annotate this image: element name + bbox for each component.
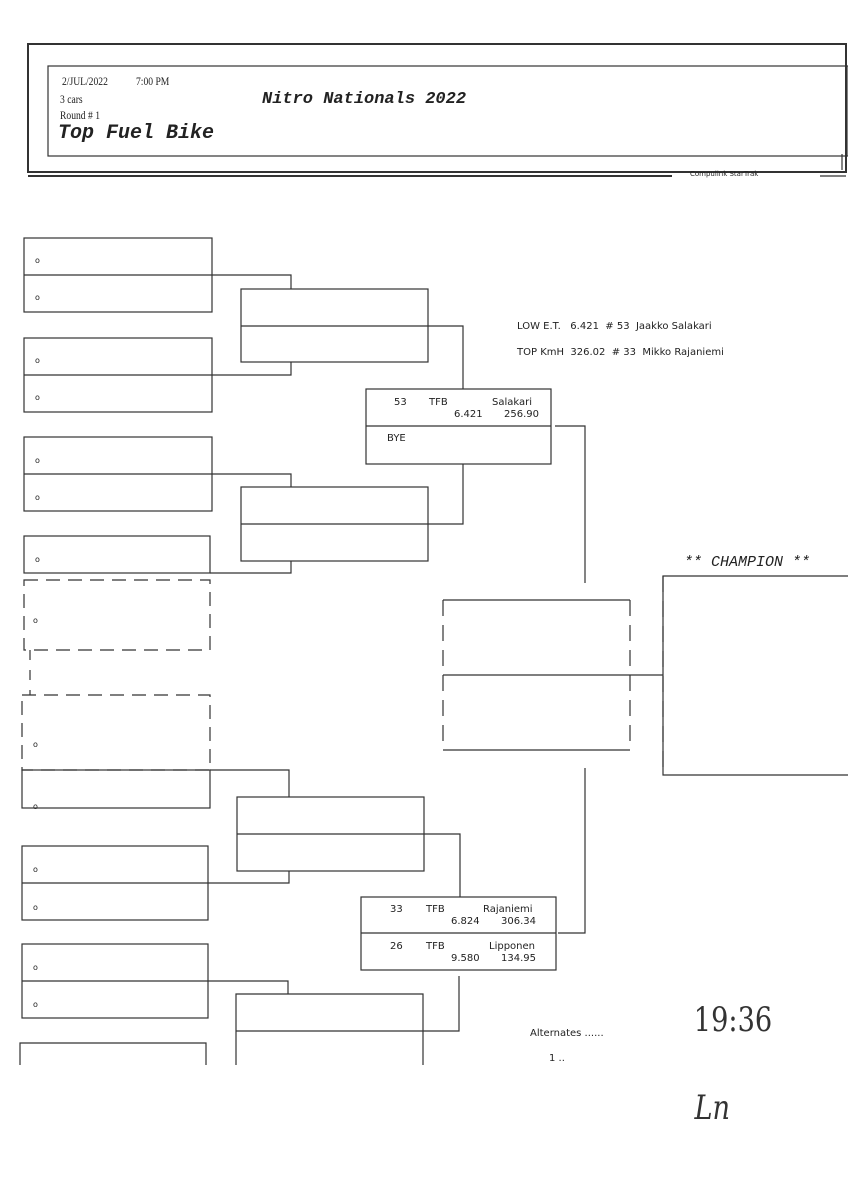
record-number: # 53 [605, 321, 630, 332]
record-low-et: LOW E.T. 6.421 # 53 Jaakko Salakari [517, 321, 712, 332]
racer-speed: 306.34 [501, 916, 536, 927]
record-label: LOW E.T. [517, 321, 561, 332]
handwritten-time: 19:36 [693, 1000, 773, 1040]
empty-slot-marker: o [35, 493, 40, 502]
empty-slot-marker: o [33, 963, 38, 972]
racer-et: 6.824 [451, 916, 480, 927]
racer-speed: 134.95 [501, 953, 536, 964]
bye-label: BYE [387, 433, 406, 444]
racer-name: Salakari [492, 397, 533, 408]
empty-slot-marker: o [35, 293, 40, 302]
event-title: Nitro Nationals 2022 [262, 90, 467, 109]
champion-label: ** CHAMPION ** [684, 554, 811, 571]
record-label: TOP KmH [517, 347, 565, 358]
empty-slot-marker: o [33, 903, 38, 912]
racer-et: 9.580 [451, 953, 480, 964]
racer-class: TFB [426, 941, 445, 952]
racer-number: 33 [390, 904, 403, 915]
empty-slot-marker: o [33, 865, 38, 874]
empty-slot-marker: o [35, 393, 40, 402]
class-title: Top Fuel Bike [58, 122, 215, 145]
handwritten-initials: Ln [694, 1088, 731, 1128]
record-value: 326.02 [570, 347, 606, 358]
empty-slot-marker: o [33, 740, 38, 749]
time: 7:00 PM [136, 74, 170, 88]
empty-slot-marker: o [35, 555, 40, 564]
alternates-label: Alternates ...... [530, 1028, 604, 1039]
racer-et: 6.421 [454, 409, 483, 420]
empty-slot-marker: o [35, 456, 40, 465]
record-number: # 33 [611, 347, 637, 358]
empty-slot-marker: o [35, 256, 40, 265]
empty-slot-marker: o [33, 616, 38, 625]
software-label: Compulink StarTrak [690, 170, 759, 178]
racer-class: TFB [429, 397, 448, 408]
racer-number: 53 [394, 397, 407, 408]
racer-name: Rajaniemi [483, 904, 533, 915]
racer-class: TFB [426, 904, 445, 915]
empty-slot-marker: o [33, 1000, 38, 1009]
date: 2/JUL/2022 [62, 74, 108, 88]
empty-slot-marker: o [33, 802, 38, 811]
alternate-item: 1 .. [549, 1053, 565, 1064]
record-name: Jaakko Salakari [635, 321, 712, 332]
record-top-speed: TOP KmH 326.02 # 33 Mikko Rajaniemi [517, 347, 724, 358]
car-count: 3 cars [60, 92, 83, 106]
round-number: Round # 1 [60, 108, 101, 122]
empty-slot-marker: o [35, 356, 40, 365]
record-value: 6.421 [570, 321, 599, 332]
racer-speed: 256.90 [504, 409, 539, 420]
record-name: Mikko Rajaniemi [642, 347, 724, 358]
racer-name: Lipponen [489, 941, 535, 952]
racer-number: 26 [390, 941, 403, 952]
